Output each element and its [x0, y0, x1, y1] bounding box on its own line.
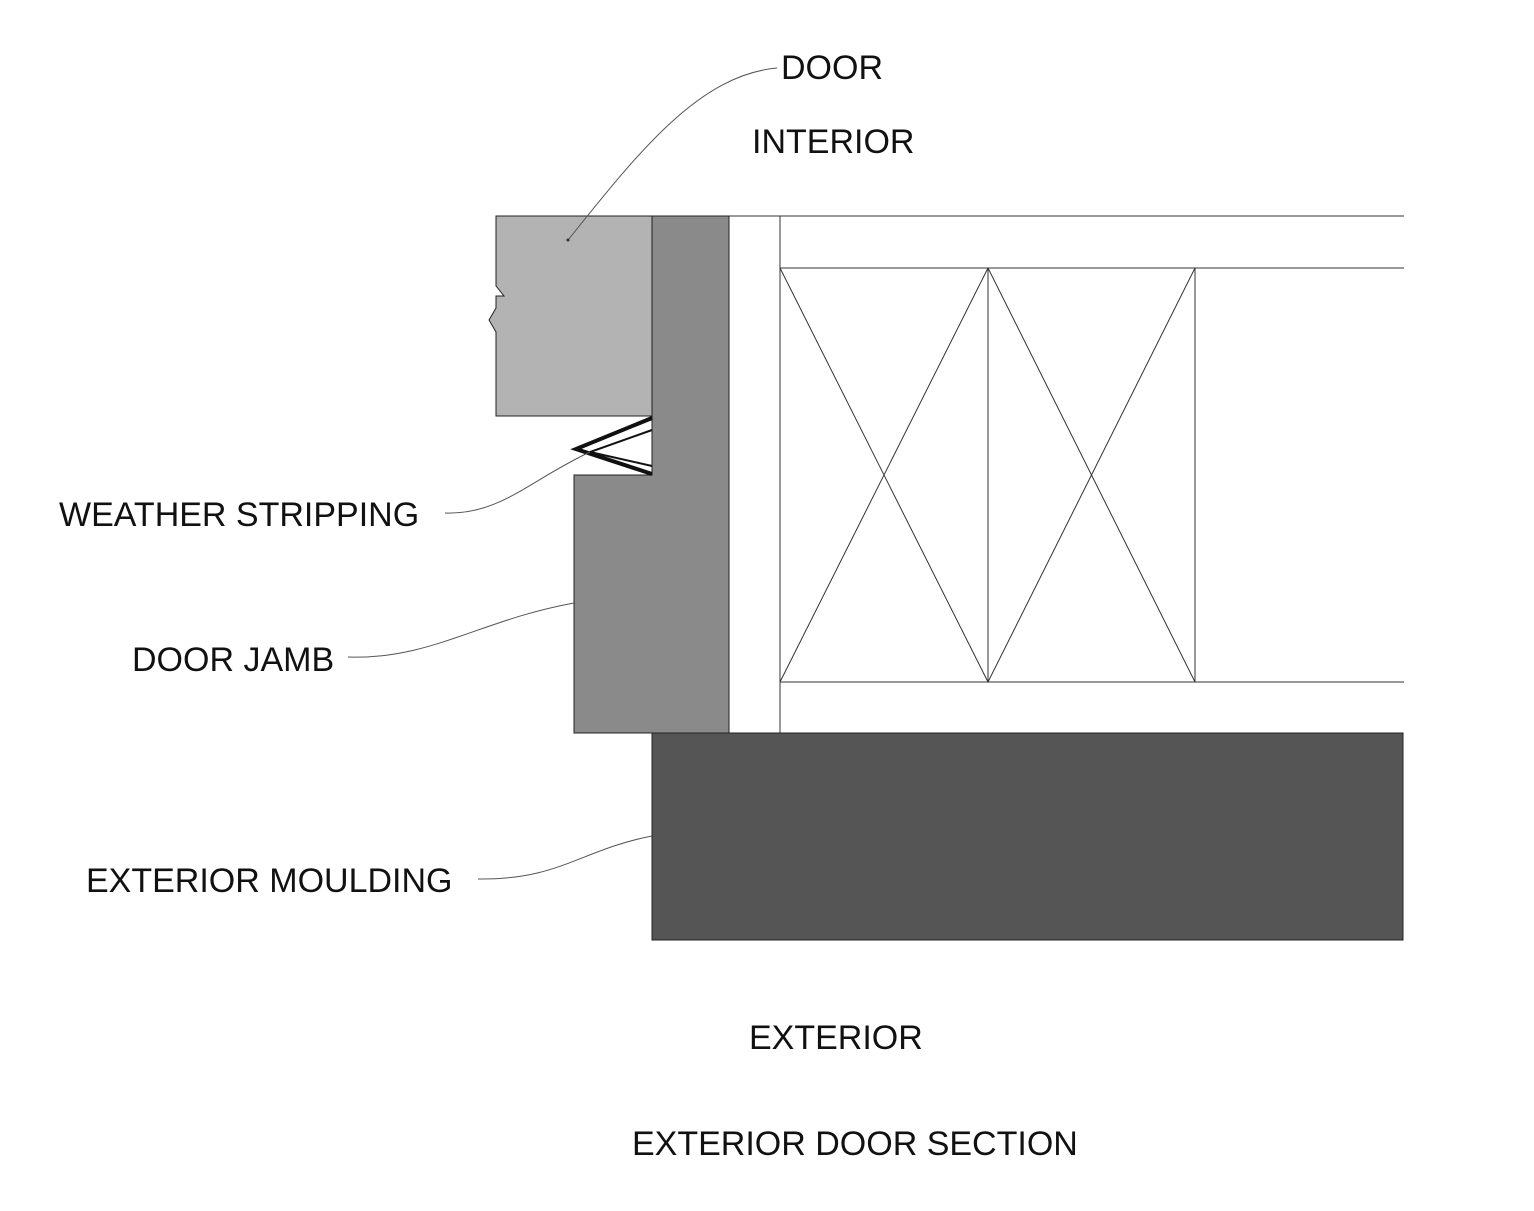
door-jamb-label: DOOR JAMB — [132, 641, 334, 679]
door-jamb-shape — [573, 215, 730, 734]
weather-stripping-label: WEATHER STRIPPING — [59, 496, 419, 534]
door-label: DOOR — [781, 49, 883, 87]
weather-stripping-v-outer — [570, 416, 653, 476]
weather-stripping-shape — [570, 416, 653, 476]
exterior-moulding-leader-line — [477, 835, 653, 880]
weather-stripping-leader-line — [444, 451, 591, 514]
exterior-label: EXTERIOR — [749, 1019, 923, 1057]
interior-label: INTERIOR — [752, 123, 914, 161]
door-leader-line — [567, 67, 778, 241]
door-leader-dot — [566, 238, 570, 242]
stud-1-cross-b — [779, 267, 989, 683]
wall-framing — [729, 215, 1404, 733]
stud-2-cross-b — [987, 267, 1196, 683]
diagram-title: EXTERIOR DOOR SECTION — [632, 1125, 1078, 1163]
exterior-moulding-label: EXTERIOR MOULDING — [86, 862, 452, 900]
door-jamb-leader-line — [347, 602, 575, 658]
door-shape — [488, 215, 653, 417]
weather-stripping-v-inner — [586, 429, 653, 467]
exterior-moulding-shape — [651, 732, 1404, 941]
